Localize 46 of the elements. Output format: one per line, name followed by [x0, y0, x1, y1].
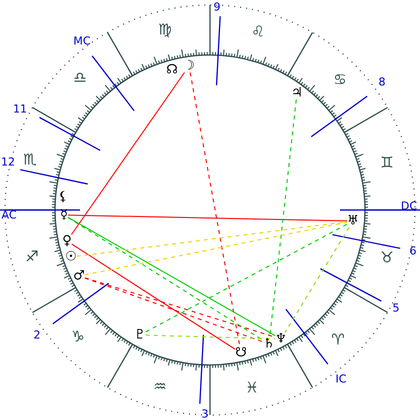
aspect-line — [190, 72, 240, 347]
planet-glyph: ♃ — [291, 86, 303, 100]
planet-glyph: ☊ — [166, 64, 178, 76]
zodiac-sign: ♋ — [333, 72, 347, 88]
zodiac-sign: ♑ — [71, 330, 85, 344]
planet-glyph: ♀ — [62, 234, 72, 248]
angle-label: MC — [73, 36, 91, 46]
house-number: 12 — [1, 156, 15, 168]
zodiac-sign: ♓ — [245, 380, 259, 396]
angle-label: DC — [400, 200, 418, 212]
angle-label: IC — [336, 374, 346, 384]
aspect-line — [284, 227, 350, 333]
aspect-line — [71, 244, 236, 350]
planet-glyph: ☉ — [65, 250, 77, 264]
aspect-line — [84, 222, 348, 276]
aspect-line — [68, 214, 348, 222]
zodiac-sign: ♎ — [73, 70, 87, 86]
aspect-line — [145, 224, 348, 332]
planet-glyph: ♅ — [347, 214, 359, 228]
zodiac-sign: ♐ — [25, 250, 39, 264]
planet-glyph: ☿ — [60, 208, 68, 222]
planet-glyph: ♄ — [263, 338, 275, 350]
planet-glyph: ⚸ — [58, 190, 68, 204]
house-number: 6 — [410, 246, 416, 256]
zodiac-sign: ♌ — [251, 24, 265, 40]
house-number: 9 — [214, 2, 220, 12]
aspect-line — [145, 334, 276, 340]
planet-glyph: ♂ — [73, 270, 85, 282]
house-number: 8 — [378, 76, 386, 88]
planet-glyph: ♆ — [275, 332, 287, 346]
planet-glyph: ☽ — [183, 60, 195, 72]
house-number: 11 — [13, 104, 27, 114]
angle-label: AC — [2, 210, 16, 220]
house-number: 2 — [34, 330, 40, 340]
zodiac-sign: ♍ — [158, 22, 172, 38]
zodiac-sign: ♈ — [331, 332, 345, 348]
house-number: 3 — [202, 408, 208, 420]
zodiac-sign: ♉ — [380, 250, 394, 266]
aspect-line — [76, 221, 348, 257]
zodiac-sign: ♊ — [380, 156, 394, 170]
house-number: 5 — [392, 302, 400, 314]
zodiac-sign: ♏ — [23, 152, 37, 168]
aspect-line — [71, 72, 185, 235]
planet-glyph: ♇ — [134, 328, 146, 342]
zodiac-sign: ♒ — [153, 380, 167, 394]
planet-glyph: ☋ — [235, 346, 247, 360]
